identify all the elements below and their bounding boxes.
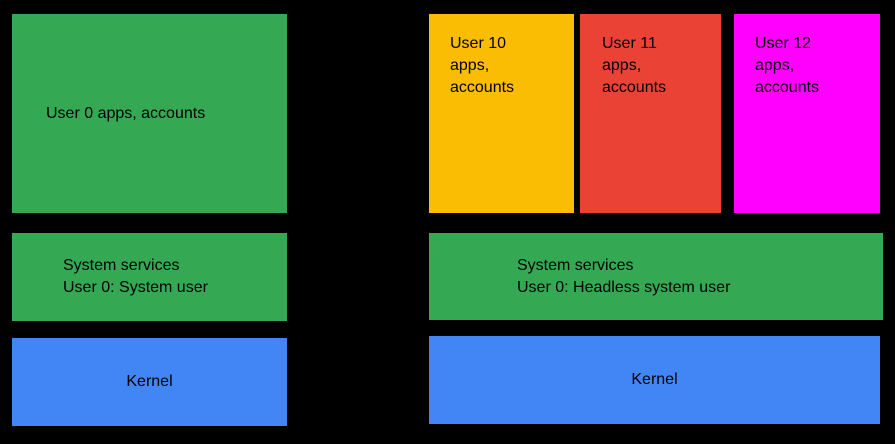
right-user10-apps-box: User 10 apps, accounts <box>429 14 574 213</box>
right-user12-line3: accounts <box>755 79 820 96</box>
left-kernel-label: Kernel <box>126 373 173 390</box>
right-user10-line3: accounts <box>450 79 515 96</box>
right-system-services-label: System services <box>517 256 634 274</box>
right-user10-line2: apps, <box>450 57 490 74</box>
right-kernel-label: Kernel <box>631 371 678 388</box>
right-user11-apps-box: User 11 apps, accounts <box>580 14 721 213</box>
left-system-user-label: User 0: System user <box>63 279 208 296</box>
left-user0-apps-label: User 0 apps, accounts <box>46 104 206 122</box>
right-user12-apps-box: User 12 apps, accounts <box>734 14 880 213</box>
right-user11-line1: User 11 <box>602 35 657 52</box>
left-system-services-label: System services <box>63 257 180 274</box>
right-system-services-box: System services User 0: Headless system … <box>429 233 883 320</box>
left-kernel-box: Kernel <box>12 338 287 426</box>
right-kernel-box: Kernel <box>429 336 880 424</box>
left-user0-apps-box: User 0 apps, accounts <box>12 14 287 213</box>
right-user10-line1: User 10 <box>450 35 507 52</box>
right-user11-line3: accounts <box>602 79 667 96</box>
right-user12-line2: apps, <box>755 57 795 74</box>
right-headless-system-user-label: User 0: Headless system user <box>517 278 731 296</box>
right-user12-line1: User 12 <box>755 35 812 52</box>
left-system-services-box: System services User 0: System user <box>12 233 287 321</box>
right-user11-line2: apps, <box>602 57 642 74</box>
